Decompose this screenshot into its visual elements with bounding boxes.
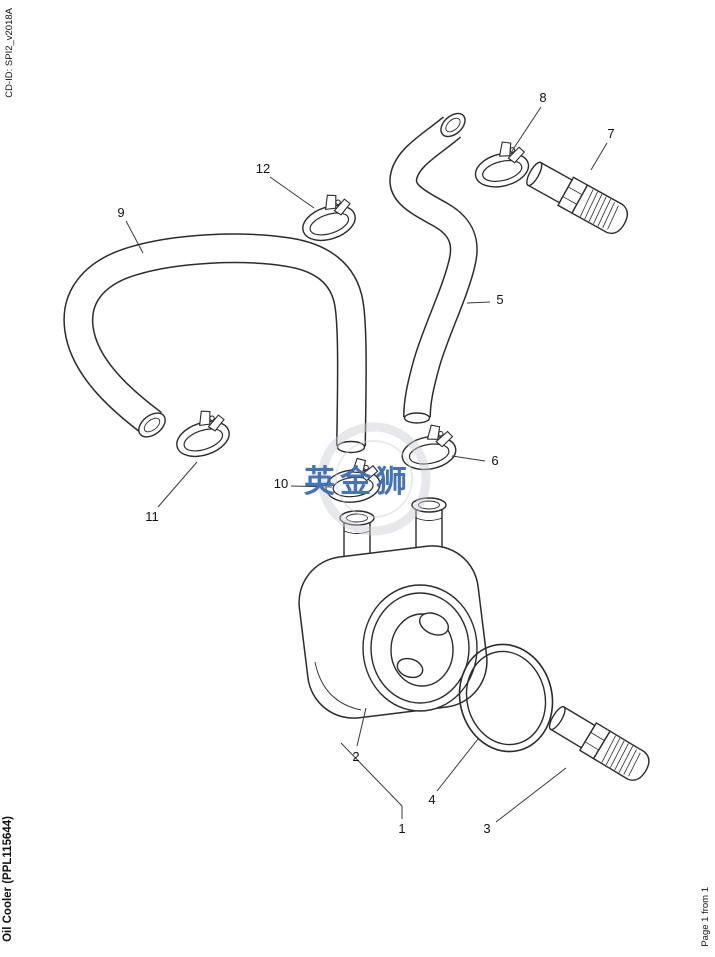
callout-9: 9 bbox=[117, 205, 124, 220]
watermark-text: 英金狮 bbox=[304, 464, 412, 499]
watermark-logo-circle bbox=[317, 422, 431, 536]
callout-11: 11 bbox=[145, 509, 159, 524]
clamp-11 bbox=[168, 404, 235, 464]
hose-5 bbox=[389, 112, 478, 424]
callout-5: 5 bbox=[496, 292, 503, 307]
leader-lines bbox=[125, 106, 608, 823]
clamp-12 bbox=[294, 188, 361, 248]
fitting-3 bbox=[544, 701, 655, 786]
o-ring-4 bbox=[458, 643, 554, 753]
callout-8: 8 bbox=[539, 90, 546, 105]
callout-1: 1 bbox=[398, 821, 405, 836]
oil-cooler-body bbox=[298, 497, 488, 719]
hose-9 bbox=[63, 233, 367, 454]
callout-6: 6 bbox=[491, 453, 498, 468]
callout-4: 4 bbox=[428, 792, 435, 807]
watermark: 英金狮 bbox=[304, 422, 431, 536]
clamp-8 bbox=[468, 136, 533, 193]
callout-2: 2 bbox=[352, 749, 359, 764]
callout-3: 3 bbox=[483, 821, 490, 836]
watermark-logo-inner-circle bbox=[335, 440, 413, 518]
callout-10: 10 bbox=[274, 476, 288, 491]
callout-7: 7 bbox=[607, 126, 614, 141]
callout-12: 12 bbox=[256, 161, 270, 176]
fitting-7 bbox=[521, 157, 633, 239]
